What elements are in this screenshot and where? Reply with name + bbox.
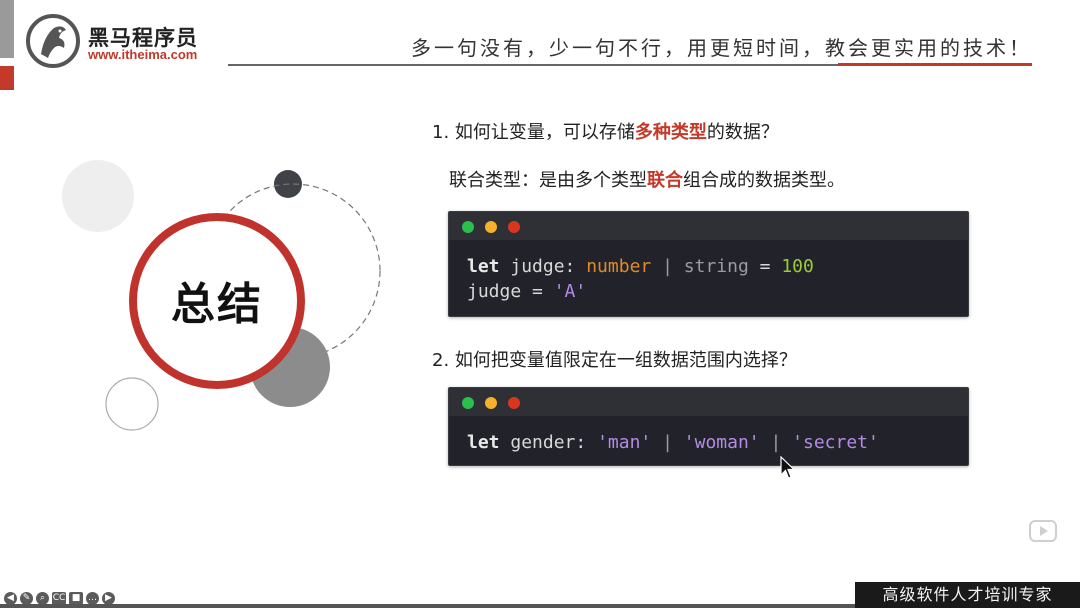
code-type-string: string (683, 256, 749, 277)
code-assign: = (748, 256, 782, 277)
code-window-titlebar (449, 212, 968, 240)
question-1-prefix: 1. 如何让变量，可以存储 (432, 122, 635, 143)
code-body: let judge: number | string = 100 judge =… (449, 240, 968, 318)
code-keyword: let (467, 256, 500, 277)
header-divider (228, 64, 1032, 66)
question-1-highlight: 多种类型 (634, 122, 707, 143)
code-window-titlebar (449, 388, 968, 416)
code-union-bar: | (651, 256, 684, 277)
left-gray-bar (0, 0, 14, 58)
prev-icon[interactable]: ◀ (4, 592, 17, 605)
summary-title: 总结 (171, 279, 263, 330)
red-dot-icon (508, 221, 520, 233)
pen-icon[interactable]: ✎ (20, 592, 33, 605)
code-union-bar: | (759, 432, 793, 453)
mouse-pointer-icon (780, 456, 796, 479)
green-dot-icon (462, 221, 474, 233)
answer-1-prefix: 联合类型：是由多个类型 (449, 170, 647, 191)
more-icon[interactable]: … (86, 592, 99, 605)
code-body: let gender: 'man' | 'woman' | 'secret' (449, 416, 968, 469)
footer-tagline: 高级软件人才培训专家 (855, 582, 1080, 608)
code-type-number: number (586, 256, 652, 277)
code-string-literal: 'woman' (683, 432, 760, 453)
code-identifier: judge (467, 281, 522, 302)
yellow-dot-icon (485, 397, 497, 409)
next-icon[interactable]: ▶ (102, 592, 115, 605)
answer-1-highlight: 联合 (647, 170, 683, 191)
outline-small-circle (105, 377, 159, 431)
question-2: 2. 如何把变量值限定在一组数据范围内选择？ (432, 350, 797, 371)
code-string-literal: 'man' (597, 432, 652, 453)
code-identifier: judge: (499, 256, 587, 277)
red-ring-circle (129, 213, 305, 389)
code-union-bar: | (651, 432, 684, 453)
subtitle-icon[interactable]: CC (52, 592, 66, 605)
code-assign: = (521, 281, 554, 302)
question-1-suffix: 的数据？ (706, 122, 779, 143)
code-number-literal: 100 (781, 256, 814, 277)
light-gray-circle (62, 160, 134, 232)
green-dot-icon (462, 397, 474, 409)
zoom-icon[interactable]: ⌕ (36, 592, 49, 605)
red-dot-icon (508, 397, 520, 409)
yellow-dot-icon (485, 221, 497, 233)
decorative-circles (62, 160, 381, 431)
slogan: 多一句没有，少一句不行，用更短时间，教会更实用的技术！ (411, 36, 1032, 60)
brand-logo: 黑马程序员 www.itheima.com (26, 14, 226, 70)
horse-logo-icon (26, 14, 80, 68)
question-1: 1. 如何让变量，可以存储多种类型的数据？ (432, 118, 779, 144)
code-identifier: gender: (499, 432, 598, 453)
code-string-literal: 'A' (553, 281, 587, 302)
code-string-literal: 'secret' (792, 432, 879, 453)
logo-chinese-name: 黑马程序员 (88, 26, 198, 50)
answer-1-suffix: 组合成的数据类型。 (683, 170, 845, 191)
code-block-literal-type: let gender: 'man' | 'woman' | 'secret' (448, 387, 969, 466)
camera-icon[interactable]: ■ (69, 592, 83, 605)
play-video-icon[interactable] (1028, 516, 1058, 546)
footer-strip (0, 604, 1080, 608)
code-block-union-type: let judge: number | string = 100 judge =… (448, 211, 969, 317)
left-red-bar (0, 66, 14, 90)
presentation-toolbar: ◀ ✎ ⌕ CC ■ … ▶ (4, 592, 115, 606)
header-divider-accent (838, 63, 1032, 66)
answer-1: 联合类型：是由多个类型联合组合成的数据类型。 (449, 166, 845, 192)
logo-website: www.itheima.com (88, 47, 198, 62)
code-keyword: let (467, 432, 500, 453)
